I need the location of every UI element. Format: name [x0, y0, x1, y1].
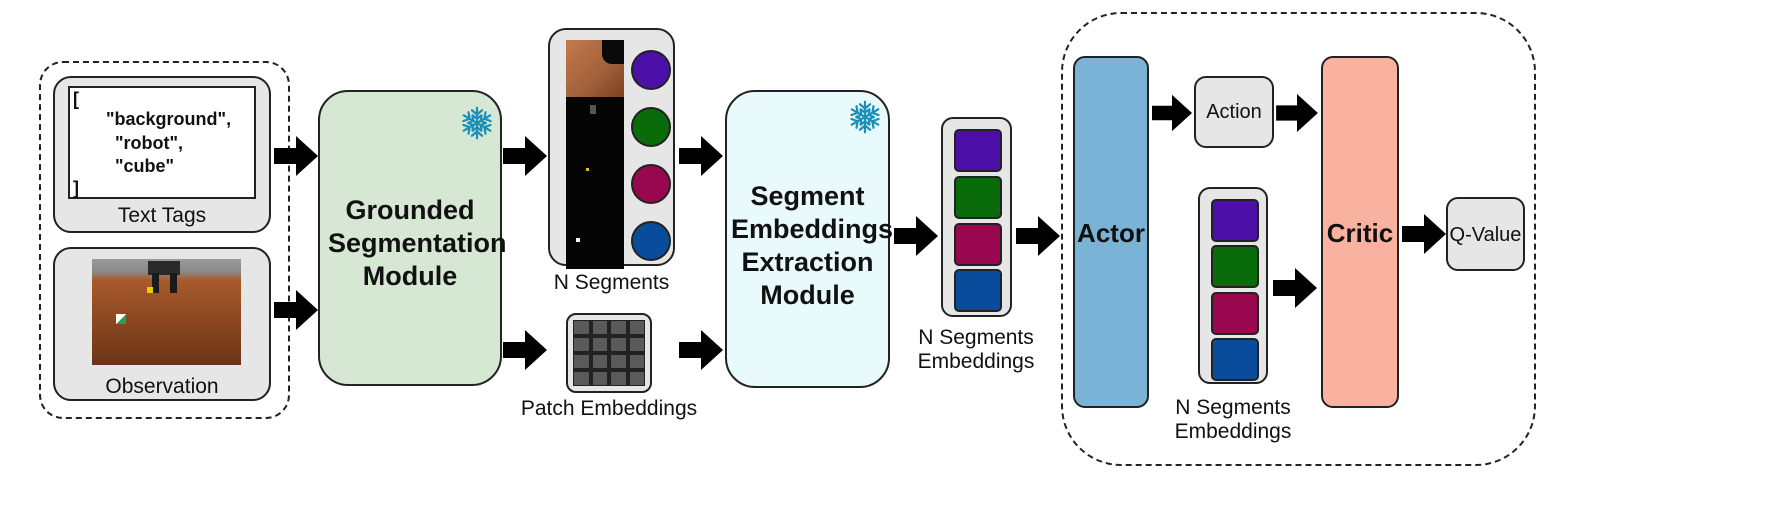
- segment-color-circle: [631, 221, 671, 261]
- arrow-tags-to-grounded: [274, 136, 318, 176]
- arrow-grounded-to-patches: [503, 330, 547, 370]
- text-tags-box: [ "background", "robot", "cube" ]: [68, 86, 256, 199]
- segment-embedding-square: [954, 223, 1002, 266]
- snowflake-icon: [460, 106, 494, 140]
- actor-critic-group: [1061, 12, 1536, 466]
- segments-panel: [548, 28, 675, 269]
- segment-embeddings-panel-1: [941, 117, 1012, 317]
- segment-mask-background: [566, 40, 624, 98]
- segment-color-circle: [631, 164, 671, 204]
- qvalue-box: Q-Value: [1446, 197, 1525, 271]
- observation-panel: Observation: [53, 247, 271, 401]
- tag-robot: "robot",: [115, 133, 184, 153]
- segment-embedding-square: [1211, 245, 1259, 288]
- segment-mask-robot: [566, 97, 624, 155]
- actor-label: Actor: [1077, 218, 1145, 248]
- arrow-obs-to-grounded: [274, 290, 318, 330]
- arrow-patches-to-extraction: [679, 330, 723, 370]
- arrow-critic-to-qvalue: [1402, 214, 1446, 254]
- qvalue-label: Q-Value: [1449, 224, 1522, 246]
- tag-background: "background",: [106, 109, 232, 129]
- arrow-segments-to-extraction: [679, 136, 723, 176]
- robot-finger-right: [170, 273, 177, 293]
- segment-mask-object: [566, 154, 624, 212]
- segment-embedding-square: [954, 269, 1002, 312]
- arrow-embeddings-to-critic: [1273, 268, 1317, 308]
- segment-extraction-module: Segment Embeddings Extraction Module: [725, 90, 894, 388]
- patch-grid: [573, 320, 645, 386]
- robot-gripper: [148, 261, 180, 275]
- segment-embedding-square: [1211, 199, 1259, 242]
- segment-embedding-square: [1211, 292, 1259, 335]
- robot-finger-left: [152, 273, 159, 293]
- cube: [116, 314, 126, 324]
- actor-block: Actor: [1073, 56, 1149, 408]
- bracket-close: ]: [73, 178, 79, 198]
- snowflake-icon: [848, 100, 882, 134]
- arrow-embeddings-to-actor: [1016, 216, 1060, 256]
- action-label: Action: [1206, 101, 1262, 123]
- grounded-module-title: Grounded Segmentation Module: [328, 195, 507, 291]
- input-group: [39, 61, 290, 419]
- grounded-segmentation-module: Grounded Segmentation Module: [318, 90, 507, 386]
- text-tags-panel: [ "background", "robot", "cube" ] Text T…: [53, 76, 271, 233]
- segment-embeddings-label-2a: N Segments: [1175, 396, 1291, 419]
- yellow-object: [147, 287, 153, 293]
- segment-color-circle: [631, 107, 671, 147]
- n-segments-label: N Segments: [553, 271, 670, 294]
- segment-embedding-square: [1211, 338, 1259, 381]
- arrow-grounded-to-segments: [503, 136, 547, 176]
- observation-image: [92, 259, 241, 365]
- bracket-open: [: [73, 89, 79, 109]
- segment-embeddings-label-1a: N Segments: [918, 326, 1034, 349]
- segment-embeddings-panel-2: [1198, 187, 1268, 384]
- segment-embedding-square: [954, 129, 1002, 172]
- arrow-extraction-to-embeddings: [894, 216, 938, 256]
- action-box: Action: [1194, 76, 1274, 148]
- segment-embeddings-label-2b: Embeddings: [1174, 420, 1292, 443]
- text-tags-label: Text Tags: [117, 204, 207, 227]
- patch-embeddings-panel: [566, 313, 652, 393]
- segment-mask-cube: [566, 211, 624, 269]
- patch-embeddings-label: Patch Embeddings: [520, 397, 698, 420]
- critic-block: Critic: [1321, 56, 1399, 408]
- segment-color-circle: [631, 50, 671, 90]
- critic-label: Critic: [1326, 218, 1394, 248]
- arrow-actor-to-action: [1152, 94, 1192, 132]
- arrow-action-to-critic: [1276, 94, 1318, 132]
- segment-module-title: Segment Embeddings Extraction Module: [731, 181, 894, 310]
- tag-cube: "cube": [115, 156, 175, 176]
- segment-embedding-square: [954, 176, 1002, 219]
- segment-embeddings-label-1b: Embeddings: [917, 350, 1035, 373]
- observation-label: Observation: [105, 375, 219, 398]
